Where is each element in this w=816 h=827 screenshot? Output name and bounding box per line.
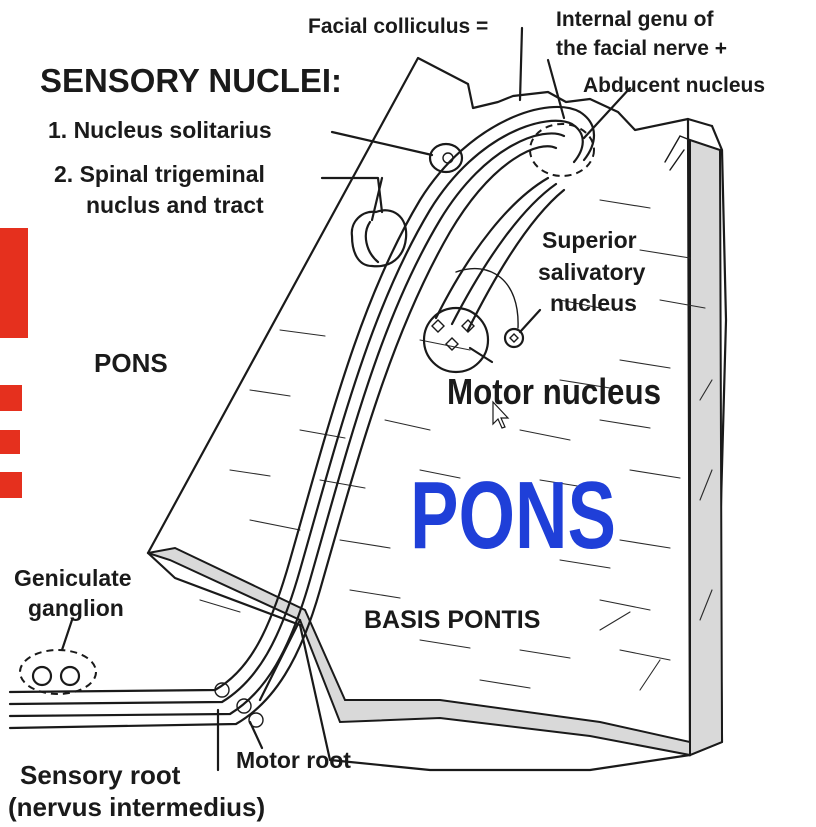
superior-salivatory-shape bbox=[456, 269, 523, 347]
label-superior-salivatory-2: salivatory bbox=[538, 259, 646, 285]
label-geniculate-1: Geniculate bbox=[14, 565, 132, 591]
label-sensory-root-2: (nervus intermedius) bbox=[8, 792, 265, 822]
label-nucleus-solitarius: 1. Nucleus solitarius bbox=[48, 117, 272, 143]
label-pons-small: PONS bbox=[94, 348, 168, 378]
label-motor-root: Motor root bbox=[236, 747, 351, 773]
label-internal-genu-1: Internal genu of bbox=[556, 8, 715, 31]
label-facial-colliculus: Facial colliculus = bbox=[308, 15, 488, 38]
label-geniculate-2: ganglion bbox=[28, 595, 124, 621]
label-sensory-nuclei: SENSORY NUCLEI: bbox=[40, 62, 342, 99]
label-sensory-root-1: Sensory root bbox=[20, 760, 181, 790]
label-superior-salivatory-1: Superior bbox=[542, 227, 637, 253]
geniculate-ganglion-shape bbox=[20, 650, 96, 694]
nucleus-solitarius-shape bbox=[430, 144, 462, 172]
label-basis-pontis: BASIS PONTIS bbox=[364, 606, 540, 634]
label-spinal-trigeminal-2: nuclus and tract bbox=[86, 192, 264, 218]
abducent-nucleus-outline bbox=[530, 124, 594, 176]
label-abducent-nucleus: Abducent nucleus bbox=[583, 74, 765, 97]
label-internal-genu-2: the facial nerve + bbox=[556, 37, 727, 60]
label-pons-big: PONS bbox=[410, 462, 616, 569]
label-motor-nucleus: Motor nucleus bbox=[447, 371, 661, 412]
label-superior-salivatory-3: nucleus bbox=[550, 290, 637, 316]
cropped-red-text bbox=[0, 228, 28, 498]
label-spinal-trigeminal-1: 2. Spinal trigeminal bbox=[54, 161, 265, 187]
